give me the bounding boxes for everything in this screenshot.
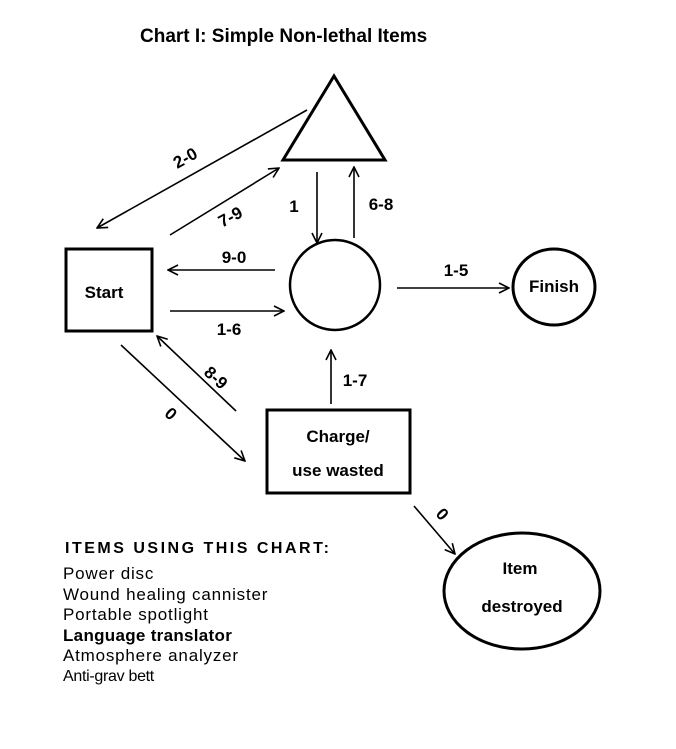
item-entry: Wound healing cannister xyxy=(63,584,269,604)
edge-charge-to-start xyxy=(157,336,237,412)
edge-label-center-to-start: 9-0 xyxy=(222,248,247,267)
edge-label-triangle-to-start: 2-0 xyxy=(170,144,201,173)
item-entry: Power disc xyxy=(63,564,155,583)
destroyed-node-label-line1: Item xyxy=(503,559,538,578)
edge-triangle-to-start xyxy=(97,109,308,228)
edge-label-start-to-triangle: 7-9 xyxy=(215,203,246,231)
edge-label-charge-to-destroyed: 0 xyxy=(432,504,452,524)
edge-label-triangle-to-center: 1 xyxy=(289,197,298,216)
finish-node xyxy=(511,247,597,327)
item-entry: Anti-grav bett xyxy=(63,667,154,685)
edge-start-to-triangle xyxy=(169,168,279,236)
items-heading: ITEMS USING THIS CHART: xyxy=(65,540,332,557)
finish-node-label: Finish xyxy=(529,277,579,296)
charge-node xyxy=(265,408,412,495)
triangle-node xyxy=(280,73,388,162)
items-section: ITEMS USING THIS CHART: Power disc Wound… xyxy=(63,540,393,687)
edge-label-charge-to-start: 8-9 xyxy=(200,363,231,394)
charge-node-label-line2: use wasted xyxy=(292,461,384,480)
item-entry: Portable spotlight xyxy=(63,605,209,624)
item-entry: Language translator xyxy=(63,625,233,645)
edge-charge-to-destroyed xyxy=(413,505,455,554)
items-list: Power disc Wound healing cannister Porta… xyxy=(63,564,393,687)
edge-label-start-to-center: 1-6 xyxy=(217,320,242,339)
edge-label-start-to-charge: 0 xyxy=(161,404,181,424)
edge-start-to-charge xyxy=(120,344,245,461)
item-entry: Atmosphere analyzer xyxy=(63,646,239,665)
start-node xyxy=(64,247,154,333)
charge-node-label-line1: Charge/ xyxy=(306,427,370,446)
edge-label-center-to-triangle: 6-8 xyxy=(369,195,394,214)
center-circle-node xyxy=(288,238,382,332)
chart-title: Chart I: Simple Non-lethal Items xyxy=(140,26,427,47)
destroyed-node xyxy=(442,531,602,651)
destroyed-node-label-line2: destroyed xyxy=(481,597,562,616)
start-node-label: Start xyxy=(85,283,124,302)
edge-label-charge-to-center: 1-7 xyxy=(343,371,368,390)
edge-label-center-to-finish: 1-5 xyxy=(444,261,469,280)
